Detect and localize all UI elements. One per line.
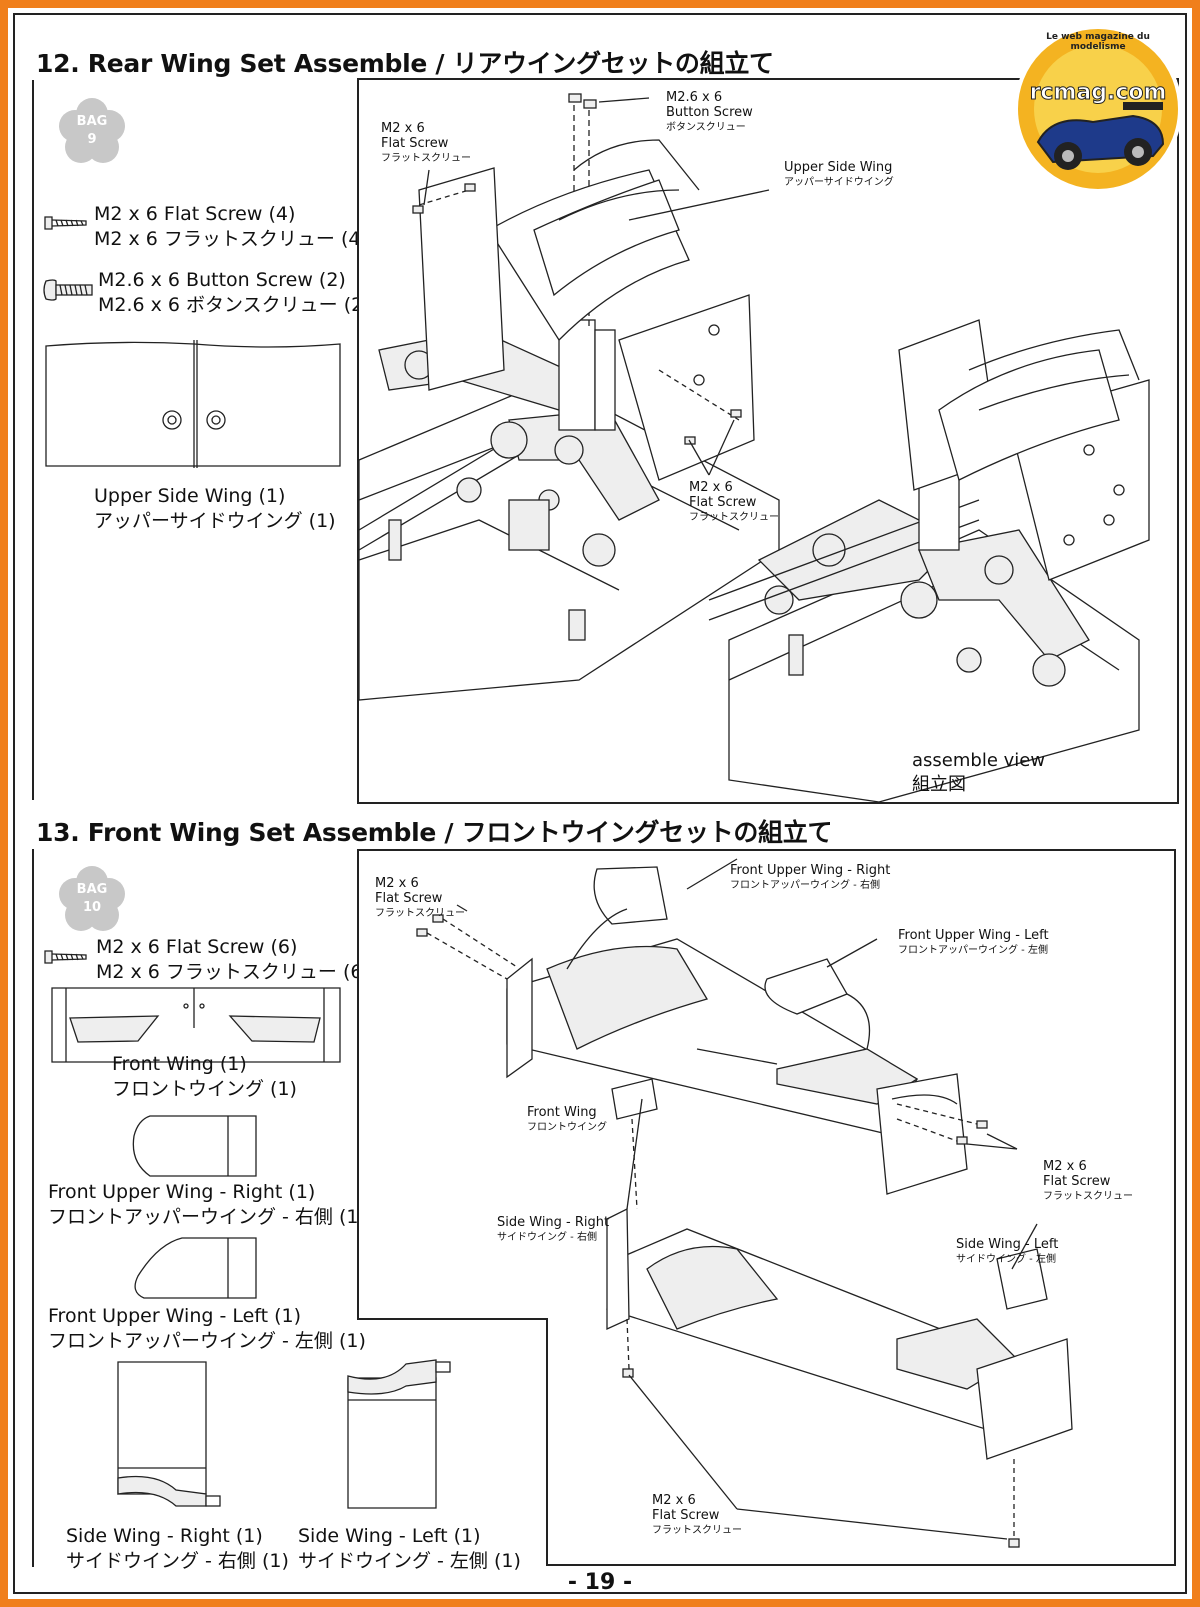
flower-badge-icon <box>59 98 125 163</box>
part-side-wing-right-label: Side Wing - Right (1) サイドウイング - 右側 (1) <box>66 1525 289 1572</box>
bag-number: 10 <box>82 900 102 915</box>
rcmag-logo-badge <box>1014 25 1182 193</box>
page-number: - 19 - <box>567 1570 633 1595</box>
button-screw-icon <box>43 279 93 301</box>
callout-front-upper-wing-right: Front Upper Wing - Right フロントアッパーウイング - … <box>730 863 891 891</box>
bag-9-badge: BAG 9 <box>54 94 130 170</box>
upper-side-wing-part-drawing <box>45 340 341 468</box>
callout-flat-screw-top: M2 x 6 Flat Screw フラットスクリュー <box>381 121 471 164</box>
front-upper-wing-right-drawing <box>132 1115 257 1177</box>
side-wing-right-drawing <box>117 1361 221 1507</box>
section-13-left-rule <box>32 849 34 1567</box>
rcmag-logo: rcmag.com Le web magazine du modelisme <box>1013 24 1183 194</box>
callout-side-wing-right: Side Wing - Right サイドウイング - 右側 <box>497 1215 610 1243</box>
front-wing-part-drawing <box>51 987 341 1063</box>
rear-wing-assembly-diagram <box>357 78 1179 804</box>
callout-button-screw: M2.6 x 6 Button Screw ボタンスクリュー <box>666 90 753 133</box>
callout-flat-screw-left: M2 x 6 Flat Screw フラットスクリュー <box>375 876 465 919</box>
part-front-wing-label: Front Wing (1) フロントウイング (1) <box>112 1053 297 1100</box>
callout-assemble-view: assemble view 組立図 <box>912 750 1046 795</box>
bag-label: BAG <box>76 882 108 897</box>
callout-front-wing: Front Wing フロントウイング <box>527 1105 607 1133</box>
logo-tagline: Le web magazine du modelisme <box>1046 32 1150 52</box>
bag-label: BAG <box>76 114 108 129</box>
section-13-title: 13. Front Wing Set Assemble / フロントウイングセッ… <box>36 818 833 847</box>
part-m2-flat-screw-label: M2 x 6 Flat Screw (6) M2 x 6 フラットスクリュー (… <box>96 936 370 983</box>
logo-site-text: rcmag.com <box>1029 80 1167 106</box>
page-inner-border <box>13 13 1187 1594</box>
flower-badge-icon <box>59 866 125 931</box>
flat-screw-icon <box>44 950 87 964</box>
bag-number: 9 <box>87 132 97 147</box>
callout-side-wing-left: Side Wing - Left サイドウイング - 左側 <box>956 1237 1059 1265</box>
front-upper-wing-left-drawing <box>134 1237 257 1299</box>
part-front-upper-wing-right-label: Front Upper Wing - Right (1) フロントアッパーウイン… <box>48 1181 366 1228</box>
callout-flat-screw-right: M2 x 6 Flat Screw フラットスクリュー <box>1043 1159 1133 1202</box>
callout-flat-screw-bottom: M2 x 6 Flat Screw フラットスクリュー <box>652 1493 742 1536</box>
callout-front-upper-wing-left: Front Upper Wing - Left フロントアッパーウイング - 左… <box>898 928 1049 956</box>
rear-wing-exploded-drawing <box>358 93 1150 803</box>
callout-upper-side-wing: Upper Side Wing アッパーサイドウイング <box>784 160 894 188</box>
part-upper-side-wing-label: Upper Side Wing (1) アッパーサイドウイング (1) <box>94 485 336 532</box>
part-front-upper-wing-left-label: Front Upper Wing - Left (1) フロントアッパーウイング… <box>48 1305 366 1352</box>
flat-screw-icon <box>44 216 87 230</box>
part-m2-flat-screw-label: M2 x 6 Flat Screw (4) M2 x 6 フラットスクリュー (… <box>94 203 368 250</box>
section-12-title: 12. Rear Wing Set Assemble / リアウイングセットの組… <box>36 49 774 78</box>
callout-flat-screw-mid: M2 x 6 Flat Screw フラットスクリュー <box>689 480 779 523</box>
front-wing-assembly-diagram <box>357 849 1176 1566</box>
section-12-left-rule <box>32 80 34 800</box>
side-wing-left-drawing <box>347 1359 451 1509</box>
part-side-wing-left-label: Side Wing - Left (1) サイドウイング - 左側 (1) <box>298 1525 521 1572</box>
part-button-screw-label: M2.6 x 6 Button Screw (2) M2.6 x 6 ボタンスク… <box>98 269 371 316</box>
bag-10-badge: BAG 10 <box>54 862 130 938</box>
